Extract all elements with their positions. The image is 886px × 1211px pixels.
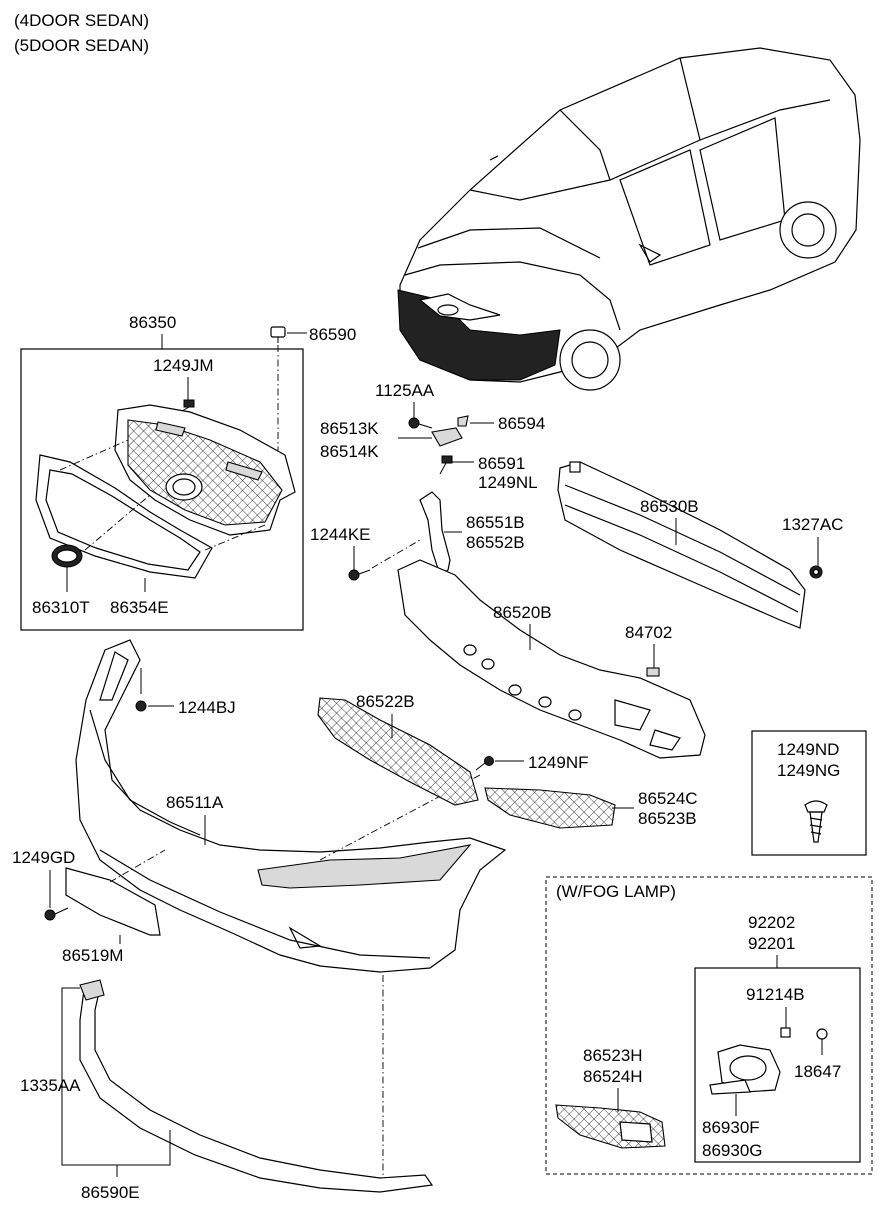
screw-18647 [816, 1028, 828, 1055]
label-92202: 92202 [748, 913, 795, 932]
bulb-91214B [780, 1027, 791, 1038]
kia-emblem [51, 544, 83, 568]
fog-section-title: (W/FOG LAMP) [556, 882, 676, 901]
label-1244BJ: 1244BJ [178, 698, 236, 717]
label-86551B: 86551B [466, 513, 525, 532]
label-1327AC: 1327AC [782, 515, 843, 534]
label-86930F: 86930F [702, 1118, 760, 1137]
label-sticker-84702 [646, 667, 660, 677]
label-86354E: 86354E [110, 598, 169, 617]
label-84702: 84702 [625, 623, 672, 642]
license-bracket-86519M [65, 867, 161, 936]
fog-lamp-box [694, 967, 861, 1163]
label-86514K: 86514K [320, 442, 379, 461]
header-4door: (4DOOR SEDAN) [14, 11, 149, 30]
label-86511A: 86511A [166, 793, 224, 812]
label-86523H: 86523H [583, 1046, 643, 1065]
label-1125AA: 1125AA [375, 381, 435, 400]
bolt-1244KE [348, 569, 371, 581]
label-86530B: 86530B [640, 497, 699, 516]
lower-lip-86590E [79, 987, 434, 1193]
screw-86591 [439, 455, 453, 475]
label-1249NF: 1249NF [528, 753, 588, 772]
label-1249NG: 1249NG [777, 761, 840, 780]
bolt-1125AA [408, 417, 433, 429]
label-86522B: 86522B [356, 692, 415, 711]
label-86930G: 86930G [702, 1141, 763, 1160]
label-18647: 18647 [794, 1062, 841, 1081]
side-bracket-86551B [419, 491, 451, 576]
label-86590: 86590 [309, 325, 356, 344]
car-illustration [397, 47, 861, 391]
bumper-beam [557, 461, 806, 629]
clip-86590 [270, 326, 286, 343]
label-86524C: 86524C [638, 789, 698, 808]
side-grille-86524C [484, 787, 616, 829]
label-86524H: 86524H [583, 1067, 643, 1086]
screw-1249GD [44, 907, 69, 921]
lower-grille-86522B [317, 697, 479, 806]
bolt-1244BJ [135, 668, 147, 712]
nut-1327AC [809, 565, 823, 579]
label-91214B: 91214B [746, 985, 805, 1004]
screw-1249ND [804, 800, 828, 843]
label-86594: 86594 [498, 414, 545, 433]
label-86310T: 86310T [32, 598, 90, 617]
header-5door: (5DOOR SEDAN) [14, 36, 149, 55]
fog-lamp-section [545, 876, 873, 1175]
label-1249ND: 1249ND [777, 740, 839, 759]
label-86513K: 86513K [320, 419, 379, 438]
label-92201: 92201 [748, 934, 795, 953]
label-1335AA: 1335AA [20, 1076, 81, 1095]
label-86590E: 86590E [81, 1183, 140, 1202]
label-86591: 86591 [478, 454, 525, 473]
label-86350: 86350 [129, 313, 176, 332]
label-86523B: 86523B [638, 809, 697, 828]
screw-box-1249ND [751, 730, 867, 856]
label-1249NL: 1249NL [478, 473, 538, 492]
label-86519M: 86519M [62, 946, 123, 965]
bumper-cover [75, 639, 507, 973]
label-1244KE: 1244KE [310, 525, 371, 544]
label-1249GD: 1249GD [12, 848, 75, 867]
label-86552B: 86552B [466, 533, 525, 552]
bracket-86513K [431, 427, 463, 447]
label-86520B: 86520B [493, 603, 552, 622]
energy-absorber [397, 559, 706, 759]
screw-1249NF [475, 756, 494, 771]
label-1249JM: 1249JM [153, 356, 213, 375]
